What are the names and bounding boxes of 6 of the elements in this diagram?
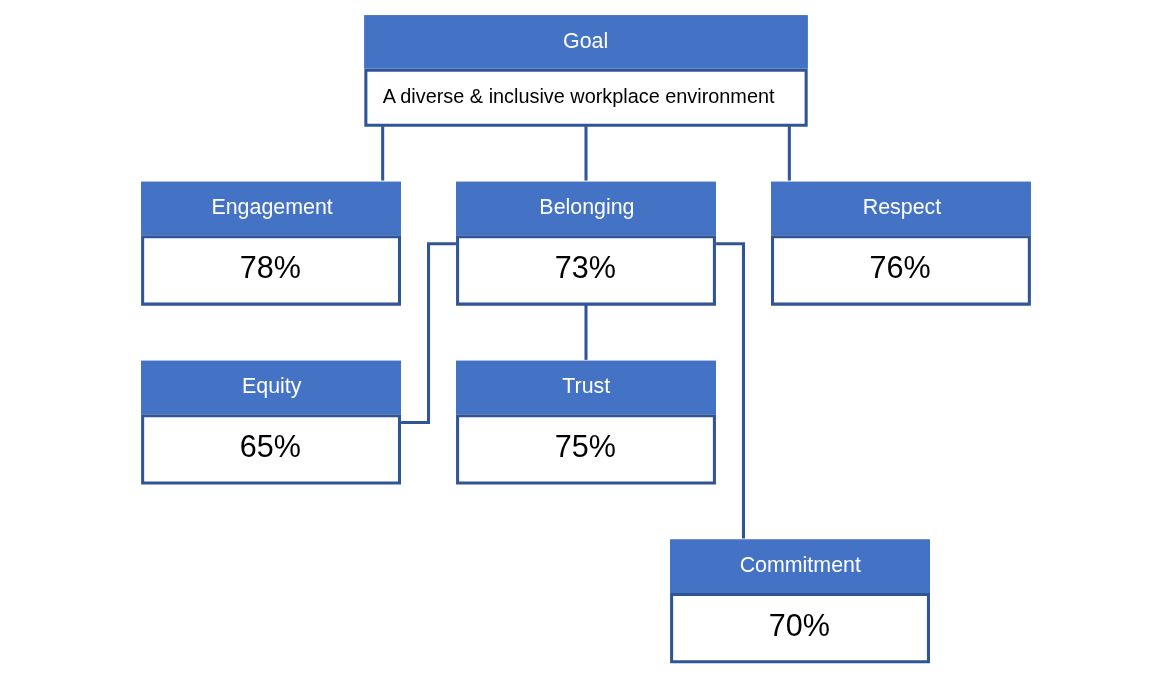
connector <box>584 126 588 181</box>
connector <box>716 242 745 539</box>
connector <box>787 126 791 181</box>
connector <box>401 242 456 425</box>
connector <box>381 126 385 181</box>
connector <box>584 305 588 360</box>
